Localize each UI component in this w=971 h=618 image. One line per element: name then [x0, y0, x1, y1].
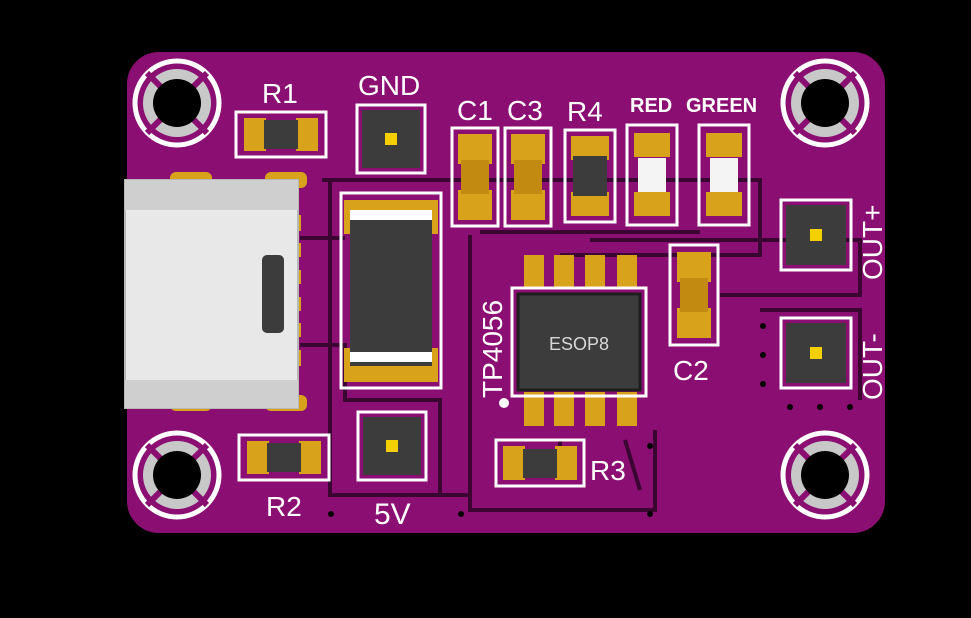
- smd-pad-icon: [458, 190, 492, 220]
- gnd-test-pad: GND: [355, 70, 427, 175]
- vias: [328, 323, 853, 517]
- gnd-label: GND: [358, 70, 420, 101]
- r2-label: R2: [266, 491, 302, 522]
- power-component: [339, 191, 443, 390]
- via-icon: [810, 347, 822, 359]
- smd-pad-icon: [299, 441, 321, 474]
- via-icon: [810, 229, 822, 241]
- led-red: RED: [625, 95, 679, 227]
- smd-pad-icon: [555, 446, 577, 480]
- smd-pad-icon: [247, 441, 269, 474]
- smd-pad-icon: [634, 192, 670, 216]
- ic-chip-icon: ESOP8 TP4056: [477, 255, 648, 426]
- c2-label: C2: [673, 355, 709, 386]
- c1-label: C1: [457, 95, 493, 126]
- led-green: GREEN: [686, 95, 757, 227]
- smd-pad-icon: [706, 133, 742, 157]
- out-minus-pad: OUT-: [779, 316, 888, 400]
- chip-package-label: ESOP8: [549, 334, 609, 354]
- r4-label: R4: [567, 96, 603, 127]
- led-icon: [625, 123, 679, 227]
- c3-label: C3: [507, 95, 543, 126]
- smd-pad-icon: [244, 118, 266, 151]
- resistor-r3: R3: [494, 438, 626, 488]
- resistor-r1: R1: [234, 78, 328, 159]
- capacitor-c3: C3: [503, 95, 553, 228]
- mounting-hole-icon: [132, 430, 222, 520]
- r1-label: R1: [262, 78, 298, 109]
- usb-c-connector-icon: [124, 172, 307, 411]
- resistor-r4: R4: [563, 96, 617, 224]
- smd-pad-icon: [706, 192, 742, 216]
- smd-pad-icon: [677, 252, 711, 282]
- mounting-hole-icon: [780, 58, 870, 148]
- five-v-test-pad: 5V: [356, 410, 428, 531]
- capacitor-c1: C1: [450, 95, 500, 228]
- smd-pad-icon: [511, 134, 545, 164]
- smd-pad-icon: [296, 118, 318, 151]
- smd-pad-icon: [458, 134, 492, 164]
- smd-pad-icon: [634, 133, 670, 157]
- mounting-hole-icon: [780, 430, 870, 520]
- smd-pad-icon: [503, 446, 525, 480]
- out-plus-label: OUT+: [857, 205, 888, 280]
- mounting-hole-icon: [132, 58, 222, 148]
- resistor-r2: R2: [237, 433, 331, 522]
- r3-label: R3: [590, 455, 626, 486]
- out-minus-label: OUT-: [857, 333, 888, 400]
- five-v-label: 5V: [374, 498, 411, 531]
- out-plus-pad: OUT+: [779, 198, 888, 280]
- led-icon: [697, 123, 751, 227]
- green-label: GREEN: [686, 95, 757, 117]
- red-label: RED: [630, 95, 672, 117]
- chip-name-label: TP4056: [477, 300, 508, 398]
- via-icon: [386, 440, 398, 452]
- via-icon: [385, 133, 397, 145]
- smd-pad-icon: [677, 308, 711, 338]
- smd-pad-icon: [511, 190, 545, 220]
- capacitor-c2: C2: [668, 243, 720, 386]
